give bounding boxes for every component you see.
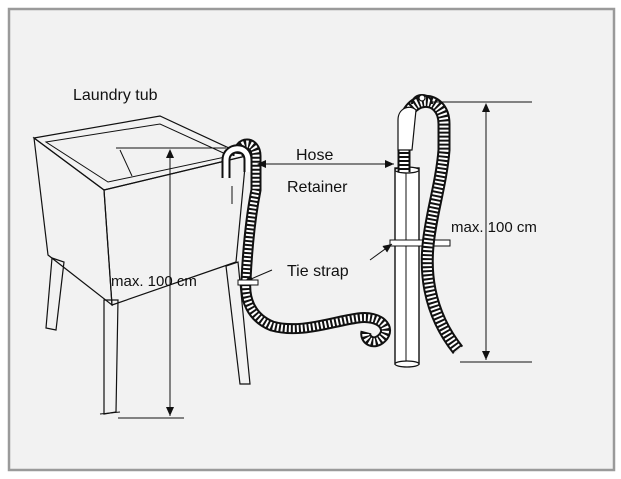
tie-strap-left <box>237 279 259 286</box>
dimension-left <box>116 147 226 419</box>
dimension-right <box>430 101 532 363</box>
label-laundry-tub: Laundry tub <box>73 87 158 104</box>
label-retainer: Retainer <box>287 179 348 196</box>
drain-hose-left <box>221 138 391 348</box>
label-max-right: max. 100 cm <box>451 219 537 236</box>
label-hose: Hose <box>296 147 333 164</box>
tie-strap-pointer-right <box>369 243 393 261</box>
panel-border <box>7 7 616 472</box>
label-max-left: max. 100 cm <box>111 273 197 290</box>
drain-hose-right <box>397 94 464 355</box>
laundry-tub <box>32 115 251 415</box>
label-tie-strap: Tie strap <box>287 263 349 280</box>
